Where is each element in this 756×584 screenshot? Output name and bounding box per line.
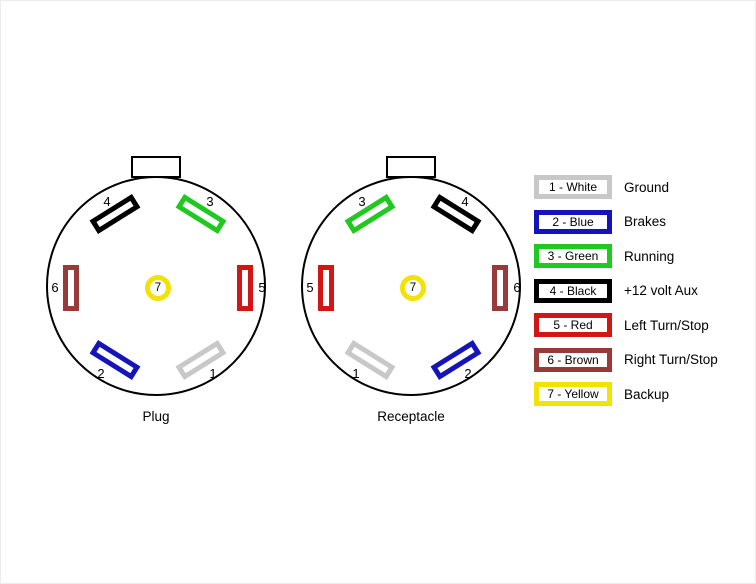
legend-row-brown: 6 - Brown Right Turn/Stop [534, 347, 749, 372]
plug-circle: 4 3 6 5 7 2 1 [46, 176, 266, 396]
receptacle-pin-3-number: 3 [358, 194, 366, 209]
legend-description-backup: Backup [624, 386, 670, 402]
legend-label-blue: 2 - Blue [552, 214, 594, 229]
legend-color-box-white: 1 - White [534, 175, 612, 199]
receptacle-pin-3-slot [344, 193, 396, 235]
legend-label-white: 1 - White [548, 180, 597, 194]
legend-description-right-turn: Right Turn/Stop [624, 352, 718, 367]
legend-color-box-blue: 2 - Blue [534, 209, 612, 234]
plug-pin-4-number: 4 [103, 194, 111, 209]
plug-pin-5-slot [237, 265, 253, 311]
receptacle-pin-2-number: 2 [464, 366, 472, 381]
legend-row-black: 4 - Black +12 volt Aux [534, 278, 749, 303]
legend-label-red: 5 - Red [553, 318, 593, 332]
legend-color-box-green: 3 - Green [534, 244, 612, 268]
receptacle-pin-5-slot [318, 265, 334, 311]
legend-label-black: 4 - Black [549, 283, 597, 298]
receptacle-pin-7-number: 7 [409, 282, 417, 294]
plug-pin-4-slot [89, 193, 141, 235]
legend-description-ground: Ground [624, 179, 670, 195]
plug-pin-5-number: 5 [258, 280, 266, 295]
plug-pin-3-slot [175, 193, 227, 235]
receptacle-caption: Receptacle [377, 409, 445, 424]
receptacle-pin-6-slot [492, 265, 508, 311]
legend-row-red: 5 - Red Left Turn/Stop [534, 313, 749, 337]
legend-color-box-yellow: 7 - Yellow [534, 382, 612, 406]
legend: 1 - White Ground 2 - Blue Brakes 3 - Gre… [534, 175, 749, 417]
receptacle-circle: 3 4 5 6 7 1 2 [301, 176, 521, 396]
legend-row-yellow: 7 - Yellow Backup [534, 382, 749, 406]
legend-label-green: 3 - Green [547, 249, 599, 263]
receptacle-pin-7-slot: 7 [400, 275, 426, 301]
legend-color-box-brown: 6 - Brown [534, 347, 612, 372]
receptacle-diagram: 3 4 5 6 7 1 2 Receptacle [301, 156, 521, 446]
plug-tab [131, 156, 181, 178]
legend-label-yellow: 7 - Yellow [547, 387, 599, 401]
legend-row-blue: 2 - Blue Brakes [534, 209, 749, 234]
receptacle-pin-1-number: 1 [352, 366, 360, 381]
plug-diagram: 4 3 6 5 7 2 1 Plug [46, 156, 266, 446]
plug-pin-6-number: 6 [51, 280, 59, 295]
plug-pin-2-number: 2 [97, 366, 105, 381]
plug-pin-3-number: 3 [206, 194, 214, 209]
plug-pin-7-slot: 7 [145, 275, 171, 301]
plug-pin-7-number: 7 [154, 282, 162, 294]
legend-color-box-red: 5 - Red [534, 313, 612, 337]
legend-row-green: 3 - Green Running [534, 244, 749, 268]
legend-row-white: 1 - White Ground [534, 175, 749, 199]
legend-label-brown: 6 - Brown [547, 352, 599, 367]
plug-caption: Plug [142, 409, 170, 424]
legend-description-aux: +12 volt Aux [624, 283, 698, 298]
legend-description-running: Running [624, 248, 675, 264]
legend-color-box-black: 4 - Black [534, 278, 612, 303]
receptacle-pin-4-number: 4 [461, 194, 469, 209]
plug-pin-6-slot [63, 265, 79, 311]
legend-description-left-turn: Left Turn/Stop [624, 317, 709, 333]
receptacle-pin-5-number: 5 [306, 280, 314, 295]
legend-description-brakes: Brakes [624, 214, 667, 229]
receptacle-pin-4-slot [430, 193, 482, 235]
plug-pin-1-number: 1 [209, 366, 217, 381]
receptacle-pin-6-number: 6 [513, 280, 521, 295]
receptacle-tab [386, 156, 436, 178]
